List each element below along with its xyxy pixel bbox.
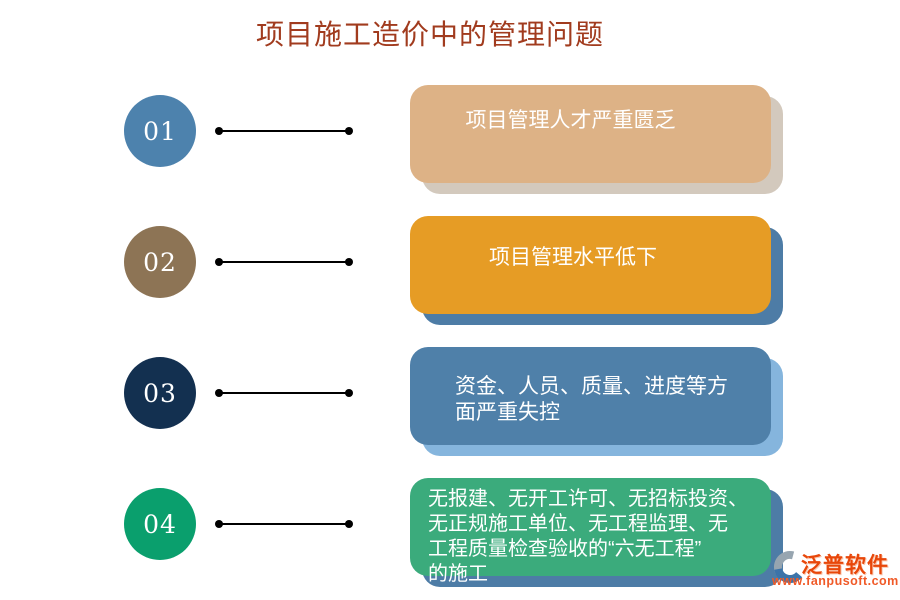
problem-card-1: 项目管理人才严重匮乏 <box>410 85 771 183</box>
connector-line <box>215 127 353 135</box>
watermark-brand-text: 泛普软件 <box>801 554 889 577</box>
problem-card-text: 无报建、无开工许可、无招标投资、 无正规施工单位、无工程监理、无 工程质量检查验… <box>428 488 748 585</box>
problem-card-text: 项目管理水平低下 <box>489 246 657 269</box>
problem-row-1: 01 项目管理人才严重匮乏 <box>0 85 900 220</box>
step-number-circle-03: 03 <box>124 357 196 429</box>
connector-line <box>215 389 353 397</box>
problem-card-text: 资金、人员、质量、进度等方 面严重失控 <box>455 375 728 424</box>
problem-row-3: 03 资金、人员、质量、进度等方 面严重失控 <box>0 347 900 482</box>
problem-row-2: 02 项目管理水平低下 <box>0 216 900 351</box>
connector-dot-right <box>345 127 353 135</box>
connector-dot-left <box>215 520 223 528</box>
fanpu-logo-icon <box>773 551 803 583</box>
problem-card-2: 项目管理水平低下 <box>410 216 771 314</box>
connector-line <box>215 520 353 528</box>
page-title: 项目施工造价中的管理问题 <box>255 18 604 51</box>
connector-dot-right <box>345 258 353 266</box>
connector-dot-right <box>345 389 353 397</box>
problem-card-3: 资金、人员、质量、进度等方 面严重失控 <box>410 347 771 445</box>
fanpu-watermark: 泛普软件 www.fanpusoft.com <box>772 548 899 594</box>
step-number-circle-02: 02 <box>124 226 196 298</box>
connector-dot-left <box>215 127 223 135</box>
problem-card-4: 无报建、无开工许可、无招标投资、 无正规施工单位、无工程监理、无 工程质量检查验… <box>410 478 771 585</box>
connector-dot-left <box>215 389 223 397</box>
step-number-circle-04: 04 <box>124 488 196 560</box>
connector-line <box>215 258 353 266</box>
connector-dot-right <box>345 520 353 528</box>
connector-dot-left <box>215 258 223 266</box>
problem-card-text: 项目管理人才严重匮乏 <box>465 109 676 132</box>
watermark-url-text: www.fanpusoft.com <box>772 574 899 588</box>
step-number-circle-01: 01 <box>124 95 196 167</box>
problem-row-4: 04 无报建、无开工许可、无招标投资、 无正规施工单位、无工程监理、无 工程质量… <box>0 478 900 600</box>
